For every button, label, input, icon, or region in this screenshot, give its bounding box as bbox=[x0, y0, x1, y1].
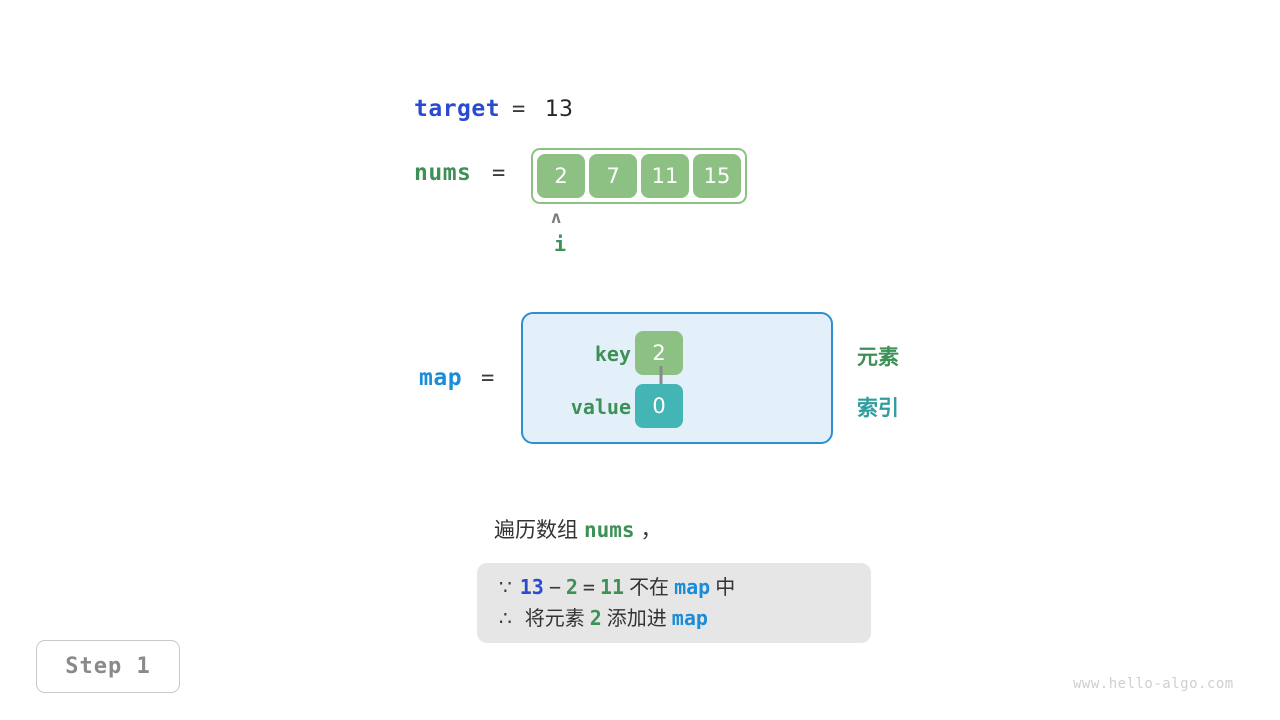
nums-equals-sign: = bbox=[492, 161, 506, 186]
map-label: map bbox=[419, 365, 463, 391]
nums-array-container: 2 7 11 15 bbox=[531, 148, 747, 204]
explain-text-not-in: 不在 bbox=[629, 575, 670, 599]
explain-current-element: 2 bbox=[565, 575, 578, 599]
explain-text-in: 中 bbox=[715, 575, 736, 599]
caption-keyword-nums: nums bbox=[584, 518, 635, 542]
map-key-cell[interactable]: 2 bbox=[635, 331, 683, 375]
map-equals-sign: = bbox=[481, 366, 495, 391]
explain-complement-value: 11 bbox=[599, 575, 625, 599]
minus-operator: − bbox=[548, 575, 561, 599]
map-key-label: key bbox=[594, 342, 631, 366]
equals-operator: = bbox=[582, 575, 595, 599]
pointer-index-label: i bbox=[554, 232, 567, 256]
array-cell[interactable]: 2 bbox=[537, 154, 585, 198]
therefore-symbol: ∴ bbox=[499, 606, 512, 630]
nums-label: nums bbox=[414, 160, 472, 186]
explain-map-keyword: map bbox=[674, 575, 711, 599]
target-value: 13 bbox=[545, 96, 573, 122]
step-badge: Step 1 bbox=[36, 640, 180, 693]
because-symbol: ∵ bbox=[499, 575, 512, 599]
caption-suffix: ， bbox=[640, 518, 662, 542]
explain-map-keyword: map bbox=[671, 606, 708, 630]
explain-target-value: 13 bbox=[519, 575, 544, 599]
explain-added-element: 2 bbox=[589, 606, 602, 630]
target-label: target bbox=[414, 96, 501, 122]
target-row: target = 13 bbox=[0, 92, 1280, 126]
annotation-element: 元素 bbox=[857, 345, 899, 369]
caption-prefix: 遍历数组 bbox=[494, 518, 578, 542]
explain-text-add-into: 添加进 bbox=[606, 606, 667, 630]
annotation-index: 索引 bbox=[857, 396, 899, 420]
pointer-caret-icon: ʌ bbox=[551, 208, 562, 228]
watermark: www.hello-algo.com bbox=[1073, 676, 1234, 692]
target-equals-sign: = bbox=[512, 96, 526, 122]
array-cell[interactable]: 11 bbox=[641, 154, 689, 198]
array-cell[interactable]: 15 bbox=[693, 154, 741, 198]
map-container: key value 2 0 bbox=[521, 312, 833, 444]
map-value-label: value bbox=[570, 395, 631, 419]
array-cell[interactable]: 7 bbox=[589, 154, 637, 198]
map-value-cell[interactable]: 0 bbox=[635, 384, 683, 428]
explain-text-add-element: 将元素 bbox=[524, 606, 585, 630]
